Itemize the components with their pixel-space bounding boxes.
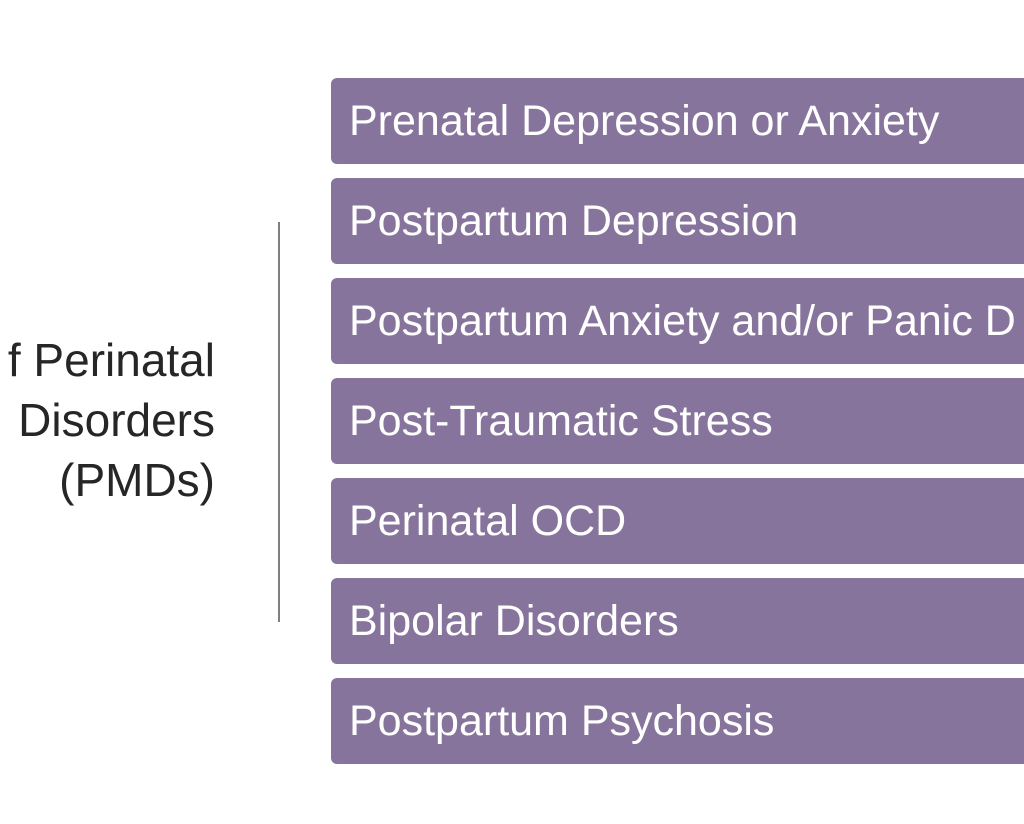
disorder-item-postpartum-psychosis: Postpartum Psychosis (331, 678, 1024, 764)
disorder-item-prenatal-depression-anxiety: Prenatal Depression or Anxiety (331, 78, 1024, 164)
disorder-item-post-traumatic-stress: Post-Traumatic Stress (331, 378, 1024, 464)
title-line-3: (PMDs) (59, 454, 215, 506)
title-line-2: Disorders (18, 394, 215, 446)
title-line-1: f Perinatal (7, 334, 215, 386)
disorder-item-postpartum-depression: Postpartum Depression (331, 178, 1024, 264)
disorder-item-bipolar-disorders: Bipolar Disorders (331, 578, 1024, 664)
disorder-item-perinatal-ocd: Perinatal OCD (331, 478, 1024, 564)
bracket-divider (278, 222, 280, 622)
diagram-title: f Perinatal Disorders (PMDs) (8, 330, 215, 510)
disorder-item-postpartum-anxiety-panic: Postpartum Anxiety and/or Panic D (331, 278, 1024, 364)
disorder-list: Prenatal Depression or Anxiety Postpartu… (331, 78, 1024, 764)
